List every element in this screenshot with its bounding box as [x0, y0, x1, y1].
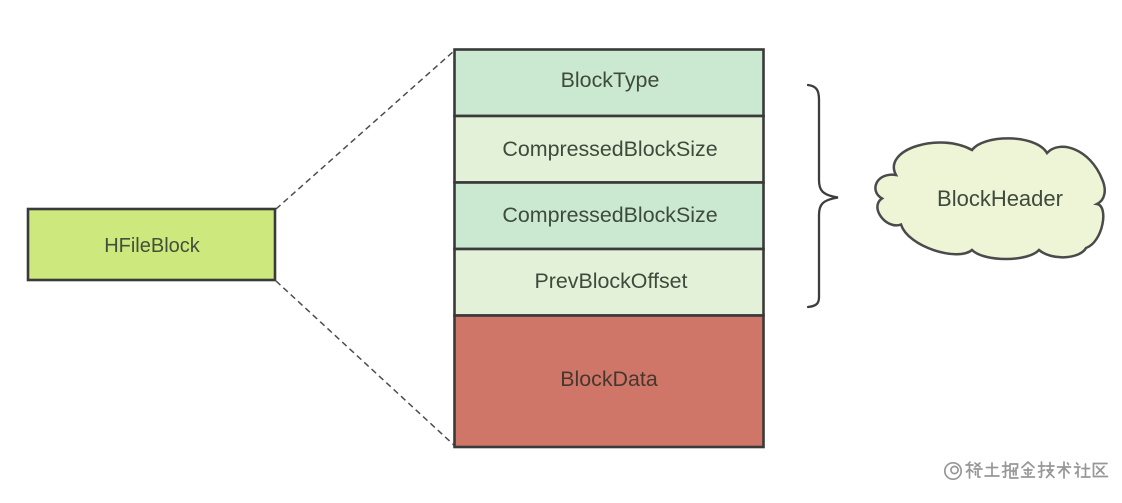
svg-text:BlockData: BlockData	[560, 367, 658, 391]
svg-text:PrevBlockOffset: PrevBlockOffset	[535, 269, 688, 293]
svg-text:BlockType: BlockType	[561, 68, 660, 92]
svg-text:HFileBlock: HFileBlock	[104, 235, 201, 257]
svg-text:BlockHeader: BlockHeader	[937, 186, 1063, 211]
svg-text:CompressedBlockSize: CompressedBlockSize	[502, 203, 717, 227]
svg-text:CompressedBlockSize: CompressedBlockSize	[502, 137, 717, 161]
